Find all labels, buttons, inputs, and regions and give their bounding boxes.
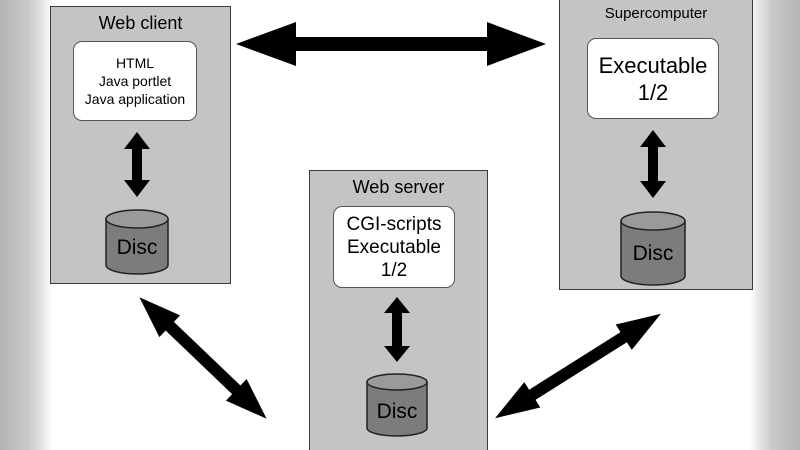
web-client-node: Web client HTML Java portlet Java applic… (50, 6, 231, 284)
arrow-client-webserver (139, 297, 267, 419)
web-client-component-line: HTML (115, 55, 155, 71)
web-server-components-box: CGI-scripts Executable 1/2 (333, 206, 455, 288)
web-server-disc-label: Disc (377, 400, 418, 423)
supercomputer-components-box: Executable 1/2 (587, 38, 719, 119)
web-server-component-line: Executable (346, 236, 441, 258)
right-gray-margin (750, 0, 800, 450)
supercomputer-disc-label: Disc (633, 242, 674, 265)
arrow-supercomputer-webserver (495, 313, 661, 419)
web-server-title: Web server (352, 177, 445, 197)
supercomputer-component-line: Executable (598, 52, 708, 78)
web-client-disc-label: Disc (117, 236, 158, 259)
web-client-title: Web client (98, 13, 183, 33)
web-client-disc: Disc (105, 209, 169, 275)
web-client-components-box: HTML Java portlet Java application (73, 41, 197, 121)
web-server-component-line: 1/2 (380, 259, 408, 281)
left-gray-margin (0, 0, 52, 450)
web-server-disc: Disc (366, 373, 428, 437)
arrow-webserver-internal (384, 297, 410, 362)
arrow-client-supercomputer (236, 22, 546, 66)
web-server-component-line: CGI-scripts (346, 213, 442, 235)
supercomputer-component-line: 1/2 (637, 79, 669, 105)
web-client-component-line: Java application (84, 91, 186, 107)
arrow-supercomputer-internal (640, 130, 666, 198)
supercomputer-title: Supercomputer (604, 5, 708, 22)
web-client-component-line: Java portlet (98, 73, 172, 89)
arrow-client-internal (124, 132, 150, 197)
supercomputer-disc: Disc (620, 211, 686, 286)
